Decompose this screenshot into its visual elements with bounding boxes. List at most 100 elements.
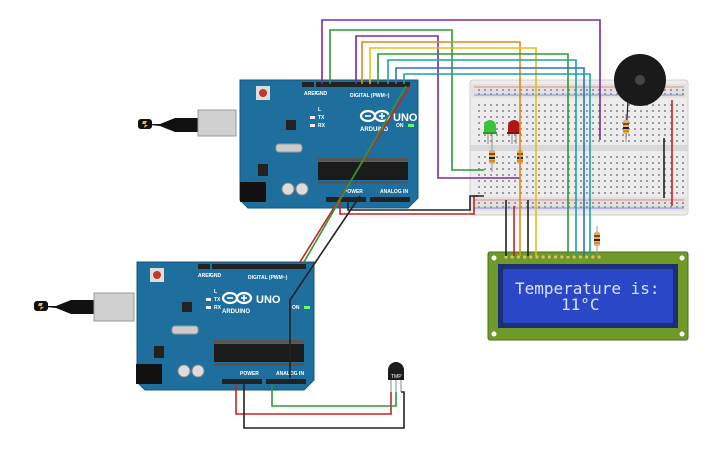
breadboard-hole xyxy=(532,116,534,118)
breadboard-hole xyxy=(568,192,570,194)
breadboard-hole xyxy=(568,134,570,136)
reset-button-bottom[interactable] xyxy=(153,271,161,279)
breadboard-hole xyxy=(646,162,648,164)
breadboard-hole xyxy=(502,202,504,204)
breadboard-hole xyxy=(550,128,552,130)
breadboard-hole xyxy=(628,168,630,170)
breadboard-hole xyxy=(628,202,630,204)
breadboard-hole xyxy=(484,192,486,194)
breadboard-hole xyxy=(604,122,606,124)
breadboard-hole xyxy=(568,110,570,112)
breadboard-hole xyxy=(502,168,504,170)
breadboard-hole xyxy=(616,202,618,204)
breadboard-hole xyxy=(676,202,678,204)
breadboard-hole xyxy=(550,162,552,164)
breadboard-hole xyxy=(682,128,684,130)
breadboard-hole xyxy=(544,192,546,194)
breadboard-hole xyxy=(646,156,648,158)
breadboard-hole xyxy=(634,202,636,204)
breadboard-hole xyxy=(580,202,582,204)
breadboard-hole xyxy=(598,110,600,112)
breadboard-hole xyxy=(562,202,564,204)
breadboard-hole xyxy=(634,156,636,158)
breadboard-hole xyxy=(514,140,516,142)
usb-connector-top xyxy=(197,109,237,137)
breadboard-hole xyxy=(508,93,510,95)
breadboard-hole xyxy=(670,89,672,91)
breadboard-hole xyxy=(544,156,546,158)
breadboard-hole xyxy=(682,122,684,124)
breadboard-hole xyxy=(640,202,642,204)
breadboard-hole xyxy=(592,122,594,124)
breadboard-hole xyxy=(496,89,498,91)
breadboard-hole xyxy=(556,93,558,95)
wire-teal-2 xyxy=(403,73,591,256)
svg-text:GND: GND xyxy=(210,273,222,279)
breadboard-hole xyxy=(658,192,660,194)
breadboard-hole xyxy=(652,116,654,118)
breadboard-hole xyxy=(490,202,492,204)
breadboard-hole xyxy=(676,192,678,194)
svg-text:L: L xyxy=(318,107,321,113)
breadboard-hole xyxy=(550,116,552,118)
breadboard-hole xyxy=(502,180,504,182)
svg-text:ANALOG IN: ANALOG IN xyxy=(380,189,408,195)
breadboard-hole xyxy=(478,104,480,106)
wire-green-link xyxy=(303,85,407,263)
breadboard-hole xyxy=(652,162,654,164)
breadboard-hole xyxy=(676,104,678,106)
breadboard-hole xyxy=(520,122,522,124)
breadboard-hole xyxy=(640,156,642,158)
breadboard-hole xyxy=(598,93,600,95)
breadboard-hole xyxy=(592,206,594,208)
breadboard-hole xyxy=(508,202,510,204)
breadboard-hole xyxy=(532,156,534,158)
breadboard-hole xyxy=(586,186,588,188)
breadboard-hole xyxy=(496,202,498,204)
breadboard-hole xyxy=(592,202,594,204)
breadboard-hole xyxy=(496,93,498,95)
breadboard-hole xyxy=(676,180,678,182)
breadboard-hole xyxy=(574,122,576,124)
wire-purple-top xyxy=(321,19,601,140)
led-red xyxy=(507,120,521,144)
breadboard-hole xyxy=(610,202,612,204)
breadboard-hole xyxy=(634,110,636,112)
breadboard-hole xyxy=(478,156,480,158)
wire-black-sensor xyxy=(243,384,405,429)
svg-text:AREF: AREF xyxy=(304,91,318,97)
breadboard-hole xyxy=(664,89,666,91)
lcd-pin xyxy=(529,255,533,259)
breadboard-hole xyxy=(490,168,492,170)
breadboard-hole xyxy=(484,180,486,182)
breadboard-hole xyxy=(616,110,618,112)
breadboard-hole xyxy=(568,202,570,204)
breadboard-hole xyxy=(622,134,624,136)
breadboard-hole xyxy=(664,93,666,95)
breadboard-hole xyxy=(496,206,498,208)
breadboard-hole xyxy=(676,110,678,112)
breadboard-hole xyxy=(556,206,558,208)
breadboard-hole xyxy=(514,104,516,106)
svg-text:UNO: UNO xyxy=(256,294,281,306)
breadboard-hole xyxy=(658,168,660,170)
breadboard-hole xyxy=(634,162,636,164)
breadboard-hole xyxy=(628,180,630,182)
breadboard-hole xyxy=(634,168,636,170)
reset-button-top[interactable] xyxy=(259,89,267,97)
svg-text:DIGITAL (PWM~): DIGITAL (PWM~) xyxy=(248,275,288,281)
breadboard-hole xyxy=(502,116,504,118)
breadboard-hole xyxy=(568,140,570,142)
breadboard-hole xyxy=(562,156,564,158)
breadboard-hole xyxy=(502,162,504,164)
breadboard-hole xyxy=(520,116,522,118)
breadboard-hole xyxy=(640,168,642,170)
breadboard-hole xyxy=(670,134,672,136)
breadboard-hole xyxy=(622,104,624,106)
breadboard-hole xyxy=(526,174,528,176)
svg-text:TX: TX xyxy=(214,297,221,303)
breadboard-hole xyxy=(664,186,666,188)
breadboard-hole xyxy=(580,128,582,130)
breadboard-hole xyxy=(664,168,666,170)
breadboard-hole xyxy=(634,186,636,188)
